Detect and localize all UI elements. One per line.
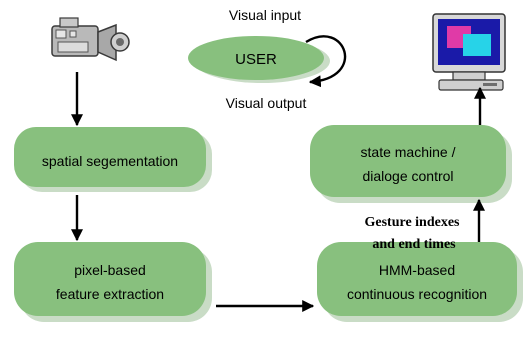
- computer-monitor-icon: [432, 13, 506, 91]
- visual-output-label: Visual output: [226, 95, 307, 111]
- node-label-line-2: feature extraction: [56, 286, 164, 302]
- node-label-line-1: pixel-based: [74, 262, 146, 278]
- node-spatial-segmentation: spatial segementation: [14, 127, 212, 192]
- video-camera-icon: [51, 17, 130, 62]
- node-label-line-1: HMM-based: [379, 262, 455, 278]
- node-label: spatial segementation: [42, 153, 178, 169]
- visual-input-label: Visual input: [229, 7, 301, 23]
- gesture-label-line-1: Gesture indexes: [364, 215, 460, 230]
- node-state-machine: state machine / dialoge control: [310, 125, 512, 203]
- node-pixel-feature-extraction: pixel-based feature extraction: [14, 242, 212, 322]
- user-feedback-loop: [305, 35, 347, 88]
- node-label-line-1: state machine /: [361, 144, 456, 160]
- node-label-line-2: continuous recognition: [347, 286, 487, 302]
- gesture-label-line-2: and end times: [372, 237, 456, 252]
- user-label: USER: [235, 51, 277, 68]
- node-hmm-recognition: HMM-based continuous recognition: [317, 242, 523, 322]
- node-label-line-2: dialoge control: [362, 168, 453, 184]
- user-ellipse: [188, 36, 324, 80]
